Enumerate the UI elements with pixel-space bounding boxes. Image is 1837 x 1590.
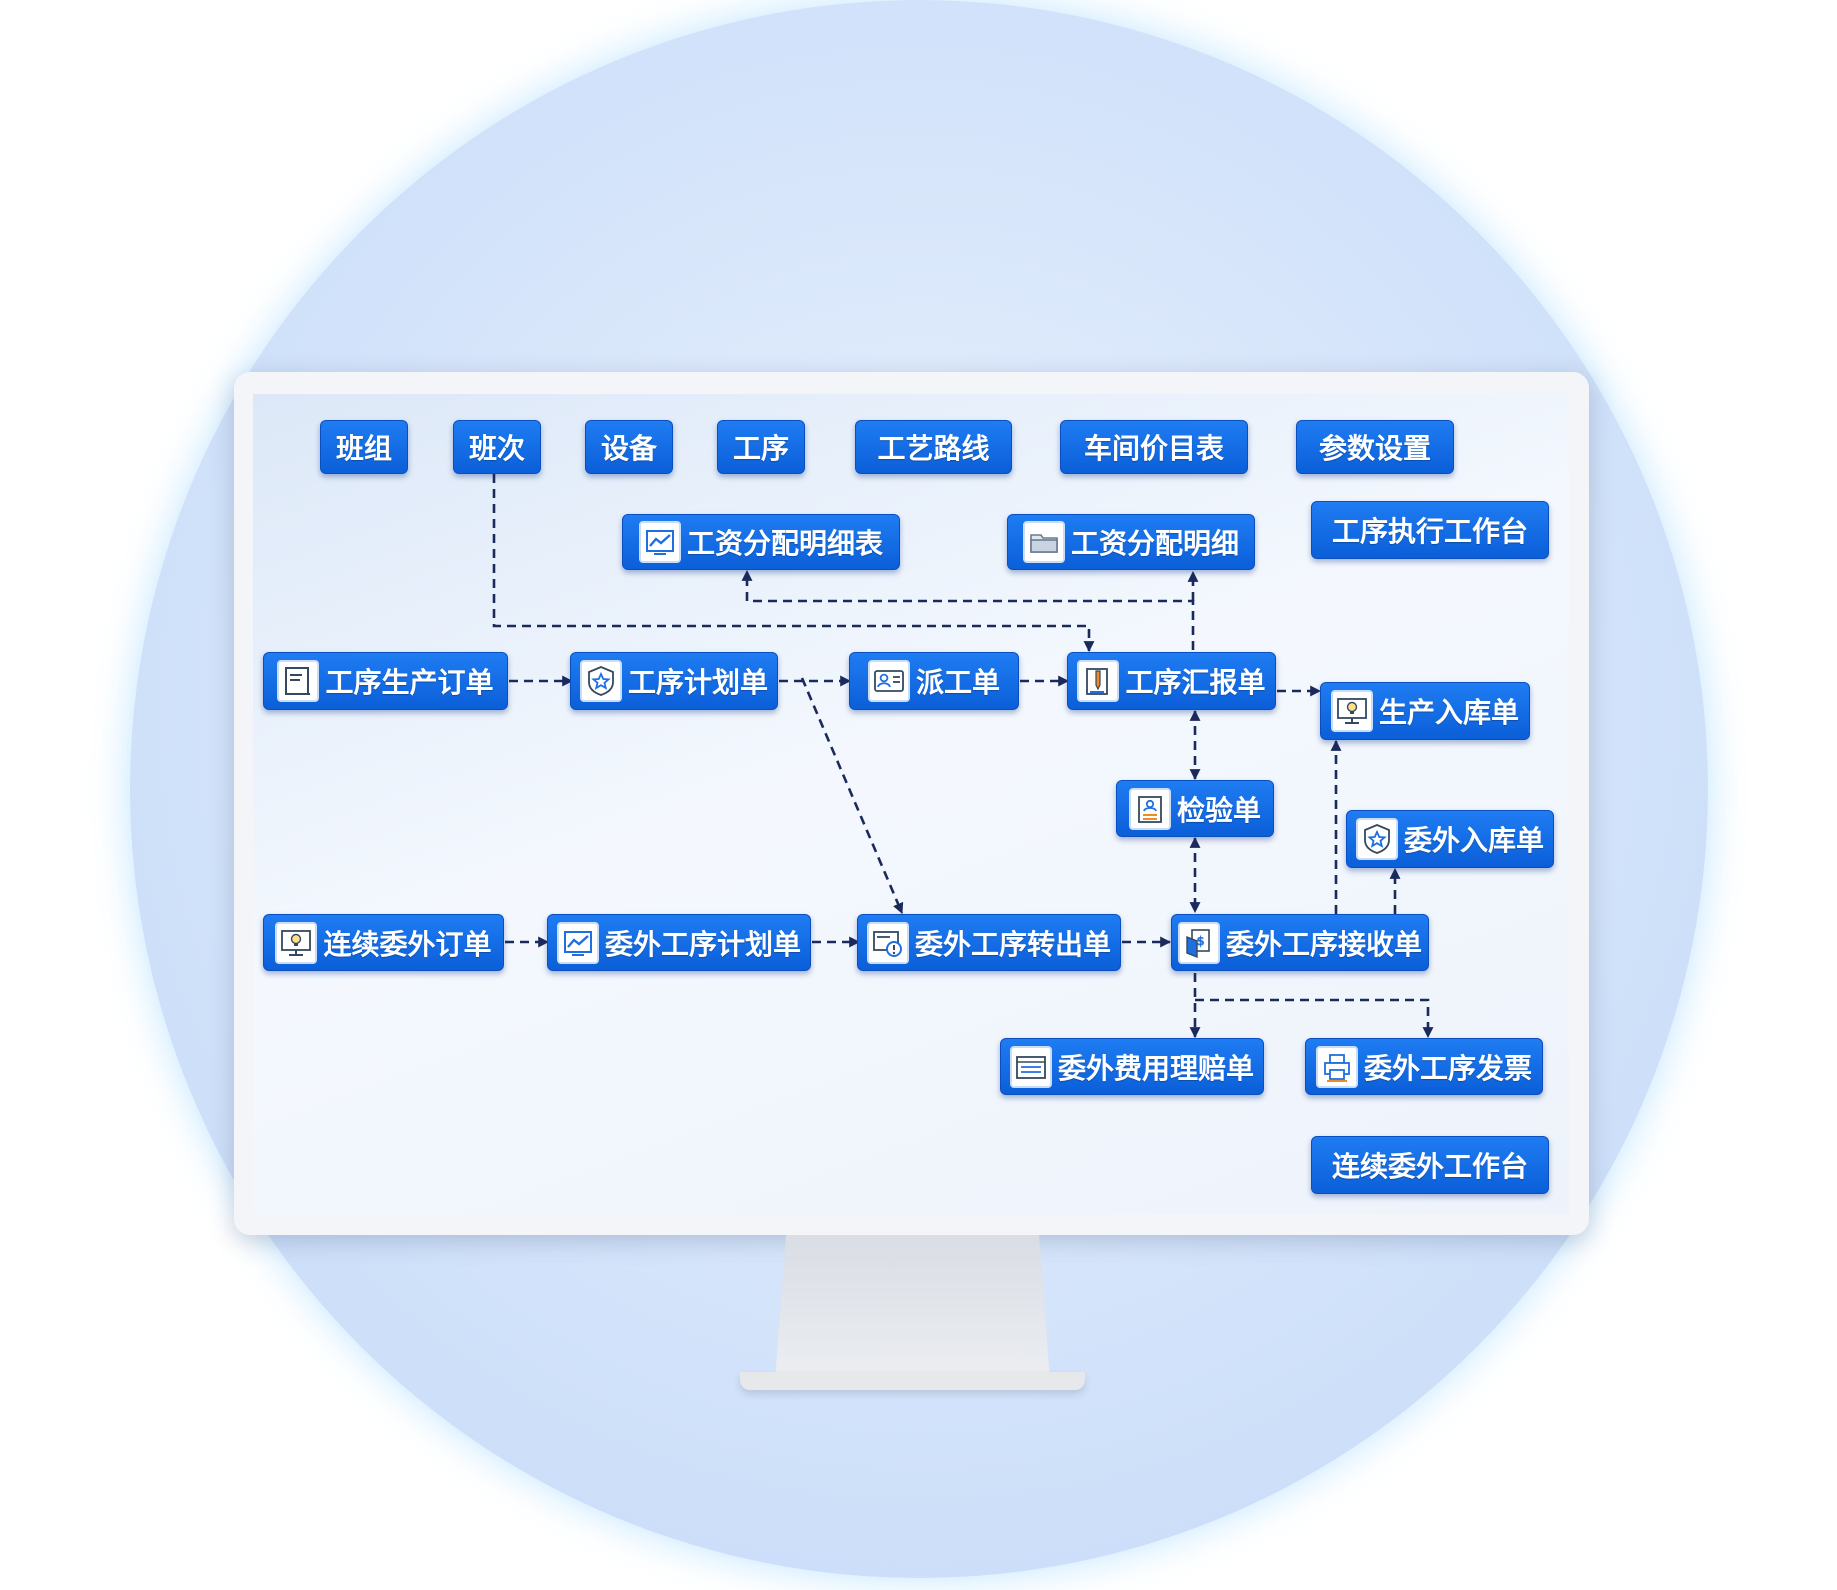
node-canshushezhi[interactable]: 参数设置 (1296, 420, 1454, 474)
monitor-stand (775, 1235, 1050, 1380)
node-label: 派工单 (915, 666, 1000, 699)
node-shengchan-ruku[interactable]: 生产入库单 (1320, 682, 1530, 740)
chart-icon (556, 921, 599, 964)
node-label: 委外费用理赔单 (1057, 1051, 1254, 1085)
node-label: 工序计划单 (627, 666, 768, 699)
node-label: 委外工序计划单 (604, 927, 801, 961)
node-lianxu-dingdan[interactable]: 连续委外订单 (263, 914, 504, 971)
node-label: 工资分配明细表 (686, 527, 883, 560)
star-badge-icon (1355, 818, 1398, 860)
lightbulb-monitor-icon (275, 921, 318, 964)
link-jihua-to-zhuanchu (800, 677, 904, 915)
node-gongxu-jihua[interactable]: 工序计划单 (570, 652, 778, 710)
node-shebei[interactable]: 设备 (585, 420, 673, 474)
node-gongyiluxian[interactable]: 工艺路线 (855, 420, 1012, 474)
node-banci[interactable]: 班次 (453, 420, 541, 474)
node-gongzi-mingxi[interactable]: 工资分配明细 (1007, 514, 1255, 570)
node-label: 委外入库单 (1403, 824, 1544, 857)
contact-card-icon (867, 660, 910, 702)
node-weiwai-jihua[interactable]: 委外工序计划单 (547, 914, 811, 971)
node-lianxu-gongzuotai[interactable]: 连续委外工作台 (1311, 1136, 1549, 1194)
printer-icon (1315, 1045, 1358, 1088)
node-jianyan[interactable]: 检验单 (1116, 780, 1274, 837)
node-paigong[interactable]: 派工单 (849, 652, 1019, 710)
node-label: 检验单 (1176, 793, 1261, 827)
node-gongxu-huibao[interactable]: 工序汇报单 (1067, 652, 1276, 710)
node-label: 工资分配明细 (1070, 527, 1239, 560)
node-label: 生产入库单 (1378, 696, 1519, 729)
folder-icon (1022, 521, 1065, 563)
node-gongzi-biao[interactable]: 工资分配明细表 (622, 514, 900, 570)
node-weiwai-feiyong[interactable]: 委外费用理赔单 (1000, 1038, 1264, 1095)
star-badge-icon (579, 660, 622, 702)
node-weiwai-zhuanchu[interactable]: 委外工序转出单 (857, 914, 1121, 971)
node-gongxu-dingdan[interactable]: 工序生产订单 (263, 652, 508, 710)
node-label: 连续委外订单 (323, 927, 492, 961)
money-doc-icon: $ (1177, 921, 1220, 964)
link-huibao-to-gongzi-biao (741, 569, 1195, 650)
monitor-base (740, 1372, 1085, 1390)
node-label: 工序生产订单 (325, 666, 494, 699)
node-weiwai-fapiao[interactable]: 委外工序发票 (1305, 1038, 1543, 1095)
node-label: 工序汇报单 (1125, 666, 1266, 699)
node-chejianjiamubiao[interactable]: 车间价目表 (1060, 420, 1248, 474)
node-gongxu[interactable]: 工序 (717, 420, 805, 474)
node-weiwai-jieshou[interactable]: $ 委外工序接收单 (1171, 914, 1429, 971)
link-jieshou-to-fapiao (1195, 998, 1434, 1039)
warning-card-icon (866, 921, 909, 964)
link-banci-to-huibao (492, 474, 1095, 653)
pencil-note-icon (1077, 660, 1120, 702)
node-weiwai-ruku[interactable]: 委外入库单 (1346, 810, 1554, 868)
node-banzu[interactable]: 班组 (320, 420, 408, 474)
clipboard-user-icon (1128, 787, 1171, 830)
document-icon (277, 660, 320, 702)
lightbulb-monitor-icon (1330, 690, 1373, 732)
list-card-icon (1009, 1045, 1052, 1088)
svg-text:$: $ (1196, 934, 1204, 948)
chart-icon (638, 521, 681, 563)
node-label: 委外工序接收单 (1225, 927, 1422, 961)
node-label: 委外工序转出单 (914, 927, 1111, 961)
node-gongxu-zhixing[interactable]: 工序执行工作台 (1311, 501, 1549, 559)
node-label: 委外工序发票 (1363, 1051, 1532, 1085)
